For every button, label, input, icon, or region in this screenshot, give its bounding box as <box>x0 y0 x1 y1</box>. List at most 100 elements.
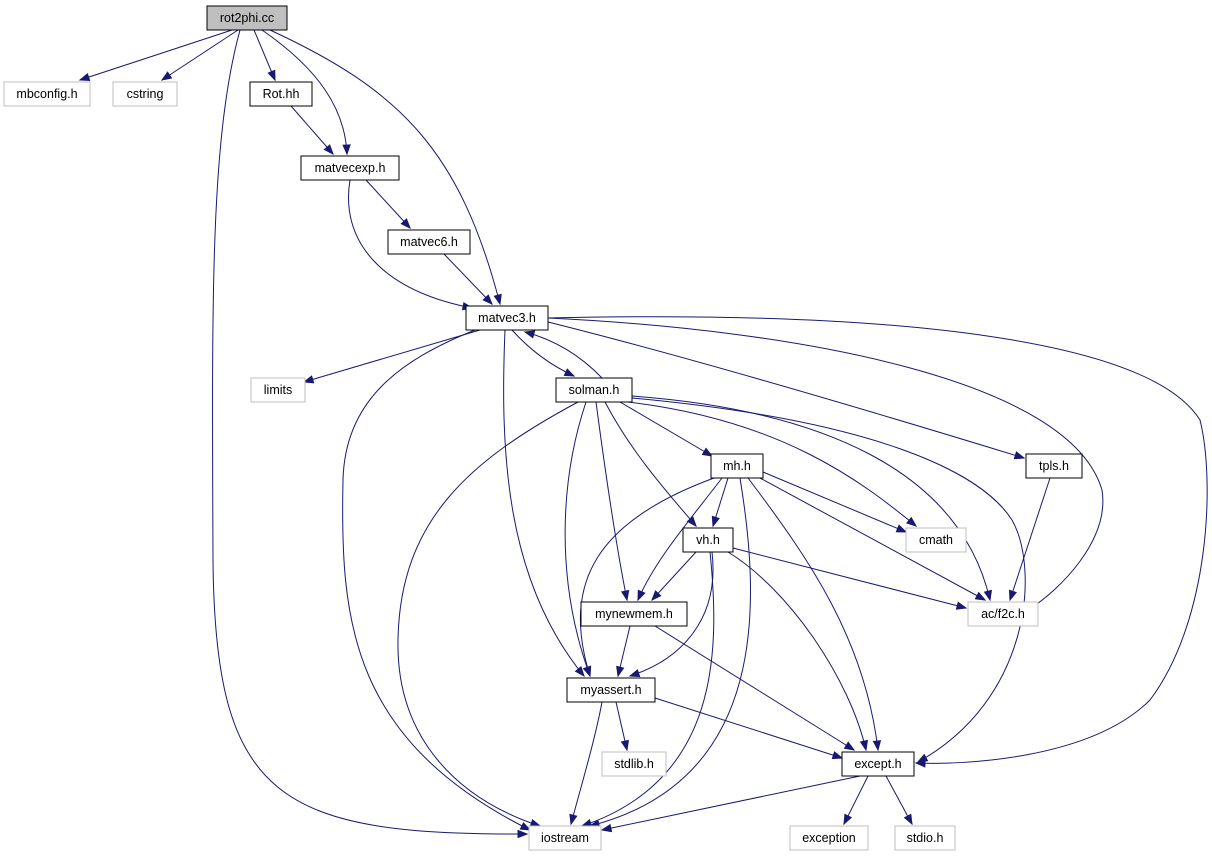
arrowhead <box>628 669 641 678</box>
node-cmath[interactable]: cmath <box>905 527 967 553</box>
edge-line <box>601 775 861 831</box>
arrowhead <box>482 294 493 305</box>
arrowhead <box>616 665 625 678</box>
node-label: Rot.hh <box>263 87 300 101</box>
arrowhead <box>600 823 613 833</box>
edge-root-to-matvecexp <box>261 29 351 156</box>
edge-myassert-to-stdlib <box>615 701 630 752</box>
node-matvec6-h[interactable]: matvec6.h <box>387 229 471 255</box>
arrowhead <box>903 813 913 826</box>
edge-line <box>589 477 751 827</box>
arrowhead <box>160 71 173 81</box>
arrowhead <box>955 601 968 610</box>
node-limits[interactable]: limits <box>250 377 306 403</box>
node-ac-f2c-h[interactable]: ac/f2c.h <box>967 601 1039 627</box>
arrowhead <box>78 73 91 82</box>
node-rot-hh[interactable]: Rot.hh <box>249 81 313 107</box>
node-rot2phi-cc[interactable]: rot2phi.cc <box>206 5 288 31</box>
node-except-h[interactable]: except.h <box>841 751 915 777</box>
arrowhead <box>843 741 856 751</box>
edge-matvec3-to-myassert <box>503 329 585 678</box>
edge-mynewmem-to-myassert <box>616 625 631 678</box>
arrowhead <box>1013 451 1026 460</box>
node-mbconfig-h[interactable]: mbconfig.h <box>3 81 91 107</box>
edge-solman-to-mynewmem <box>595 401 630 602</box>
node-stdio-h[interactable]: stdio.h <box>894 825 956 851</box>
edge-except-to-stdio <box>885 775 913 826</box>
edge-line <box>547 316 1208 764</box>
node-vh-h[interactable]: vh.h <box>682 527 734 553</box>
arrowhead <box>620 589 630 602</box>
edge-mh-to-f2c <box>759 477 987 601</box>
arrowhead <box>342 144 351 156</box>
node-iostream[interactable]: iostream <box>528 825 602 851</box>
edge-line <box>759 477 986 601</box>
node-stdlib-h[interactable]: stdlib.h <box>601 751 667 777</box>
arrowhead <box>563 368 576 377</box>
edge-tpls-to-f2c <box>1008 477 1051 602</box>
edge-line <box>631 395 991 601</box>
node-mh-h[interactable]: mh.h <box>710 453 764 479</box>
arrowhead <box>701 447 714 457</box>
arrowhead <box>859 739 869 752</box>
edge-line <box>365 179 411 229</box>
node-label: mh.h <box>723 459 751 473</box>
edge-vh-to-mynewmem <box>651 551 697 602</box>
node-label: matvec6.h <box>400 235 458 249</box>
edge-line <box>79 29 233 81</box>
edge-line <box>654 625 855 751</box>
node-solman-h[interactable]: solman.h <box>555 377 633 403</box>
edge-line <box>762 471 907 533</box>
edge-line <box>727 551 867 751</box>
edge-myassert-to-except <box>654 697 844 760</box>
edge-mh-to-except <box>747 477 882 752</box>
arrowhead <box>916 753 929 763</box>
node-label: cstring <box>127 87 164 101</box>
arrowhead <box>637 589 646 602</box>
edge-mh-to-myassert <box>579 477 715 678</box>
edge-line <box>651 551 697 601</box>
edge-line <box>570 701 603 825</box>
node-tpls-h[interactable]: tpls.h <box>1025 453 1083 479</box>
node-label: mbconfig.h <box>16 87 77 101</box>
node-exception[interactable]: exception <box>789 825 869 851</box>
edge-mh-to-cmath <box>762 471 908 533</box>
edge-vh-to-f2c <box>732 547 968 610</box>
edge-solman-to-iostream <box>397 401 579 828</box>
node-myassert-h[interactable]: myassert.h <box>566 677 656 703</box>
edge-except-to-iostream <box>600 775 861 833</box>
edge-mynewmem-to-except <box>654 625 856 751</box>
edge-matvec3-to-iostream <box>342 329 532 831</box>
edge-mh-to-mynewmem <box>637 477 723 602</box>
edge-line <box>581 551 715 827</box>
node-matvec3-h[interactable]: matvec3.h <box>465 305 549 331</box>
edge-line <box>397 401 579 827</box>
node-matvecexp-h[interactable]: matvecexp.h <box>300 155 400 181</box>
arrowhead <box>580 818 593 828</box>
arrowhead <box>569 813 578 826</box>
edge-line <box>732 547 967 609</box>
arrowhead <box>267 69 276 82</box>
edge-rot-to-matvecexp <box>290 105 334 156</box>
edge-matvec3-to-tpls <box>547 321 1026 460</box>
node-label: solman.h <box>569 383 620 397</box>
node-mynewmem-h[interactable]: mynewmem.h <box>580 601 688 627</box>
edge-solman-to-except <box>631 397 1026 763</box>
node-label: cmath <box>919 533 953 547</box>
node-label: rot2phi.cc <box>220 11 274 25</box>
edge-mh-to-vh <box>711 477 729 528</box>
edge-line <box>261 29 348 155</box>
edge-solman-to-cmath <box>627 401 918 527</box>
node-cstring[interactable]: cstring <box>112 81 178 107</box>
node-label: limits <box>264 383 292 397</box>
node-label: iostream <box>541 831 589 845</box>
edge-line <box>564 401 591 677</box>
edge-root-to-cstring <box>160 29 239 81</box>
arrowhead <box>1008 589 1017 602</box>
edge-line <box>627 401 917 527</box>
edge-line <box>212 29 528 835</box>
node-label: except.h <box>854 757 901 771</box>
node-label: ac/f2c.h <box>981 607 1025 621</box>
arrowhead <box>895 524 908 533</box>
arrowhead <box>711 515 720 528</box>
